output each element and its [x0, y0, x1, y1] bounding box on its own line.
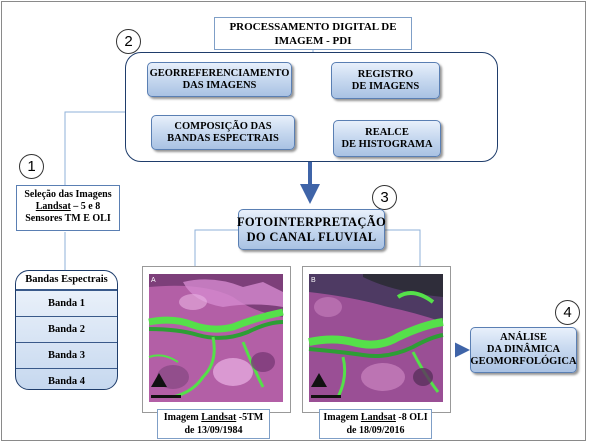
- map-b-label: B: [311, 277, 316, 284]
- landsat-word: Landsat: [35, 201, 71, 212]
- step-number-4: 4: [555, 300, 580, 325]
- caption-2016: Imagem Landsat -8 OLI de 18/09/2016: [319, 409, 432, 439]
- analysis-box: ANÁLISE DA DINÂMICA GEOMORFOLÓGICA: [470, 327, 577, 373]
- spectral-bands-panel: Bandas Espectrais Banda 1 Banda 2 Banda …: [15, 270, 118, 390]
- landsat-1984-image: A: [142, 266, 291, 413]
- registration-box: REGISTRO DE IMAGENS: [331, 62, 440, 99]
- caption-1984: Imagem Landsat -5TM de 13/09/1984: [157, 409, 270, 439]
- pdi-title: PROCESSAMENTO DIGITAL DE IMAGEM - PDI: [214, 17, 412, 50]
- image-selection-line2: Landsat – 5 e 8: [17, 201, 119, 213]
- landsat-versions: – 5 e 8: [70, 201, 101, 212]
- photointerpretation-line2: DO CANAL FLUVIAL: [246, 229, 377, 244]
- band-composition-box: COMPOSIÇÃO DAS BANDAS ESPECTRAIS: [151, 115, 295, 150]
- histogram-enhancement-box: REALCE DE HISTOGRAMA: [333, 120, 441, 157]
- caption-2016-landsat: Landsat: [360, 412, 396, 423]
- caption-1984-sensor: -5TM: [236, 412, 264, 423]
- image-selection-line3: Sensores TM E OLI: [25, 213, 111, 224]
- connector-2-to-1: [64, 111, 125, 185]
- band-4: Banda 4: [16, 368, 117, 389]
- image-selection-line1: Seleção das Imagens: [24, 189, 112, 200]
- pdi-title-line2: IMAGEM - PDI: [274, 35, 352, 47]
- band-3: Banda 3: [16, 342, 117, 368]
- caption-2016-sensor: -8 OLI: [395, 412, 428, 423]
- caption-2016-line1: Imagem Landsat -8 OLI: [320, 411, 431, 424]
- pdi-title-line1: PROCESSAMENTO DIGITAL DE: [229, 21, 397, 33]
- caption-2016-pre: Imagem: [323, 412, 361, 423]
- caption-1984-landsat: Landsat: [201, 412, 237, 423]
- histogram-enhancement-line2: DE HISTOGRAMA: [341, 138, 433, 150]
- band-composition-line1: COMPOSIÇÃO DAS: [174, 120, 272, 132]
- analysis-line3: GEOMORFOLÓGICA: [470, 356, 577, 367]
- photointerpretation-box: FOTOINTERPRETAÇÃO DO CANAL FLUVIAL: [236, 209, 387, 250]
- band-2: Banda 2: [16, 316, 117, 342]
- connector-3-left: [194, 229, 240, 266]
- step-number-1: 1: [19, 154, 44, 179]
- histogram-enhancement-line1: REALCE: [365, 126, 409, 138]
- caption-2016-date: de 18/09/2016: [346, 425, 405, 436]
- analysis-line1: ANÁLISE: [500, 332, 547, 343]
- connector-3-right: [385, 229, 421, 266]
- georeferencing-box: GEORREFERENCIAMENTO DAS IMAGENS: [147, 62, 292, 97]
- band-1: Banda 1: [16, 290, 117, 316]
- spectral-bands-header: Bandas Espectrais: [16, 271, 117, 290]
- image-selection-box: Seleção das Imagens Landsat – 5 e 8 Sens…: [16, 185, 120, 231]
- analysis-line2: DA DINÂMICA: [486, 344, 561, 355]
- georeferencing-line1: GEORREFERENCIAMENTO: [149, 67, 290, 79]
- registration-line1: REGISTRO: [357, 68, 414, 80]
- caption-1984-line1: Imagem Landsat -5TM: [158, 411, 269, 424]
- step-number-3: 3: [372, 185, 397, 210]
- step-number-2: 2: [116, 29, 141, 54]
- caption-1984-pre: Imagem: [163, 412, 202, 423]
- georeferencing-line2: DAS IMAGENS: [182, 79, 257, 91]
- caption-1984-date: de 13/09/1984: [184, 425, 243, 436]
- band-composition-line2: BANDAS ESPECTRAIS: [167, 132, 279, 144]
- landsat-2016-image: B: [302, 266, 451, 413]
- photointerpretation-line1: FOTOINTERPRETAÇÃO: [236, 214, 387, 229]
- map-a-label: A: [151, 277, 156, 284]
- registration-line2: DE IMAGENS: [351, 80, 420, 92]
